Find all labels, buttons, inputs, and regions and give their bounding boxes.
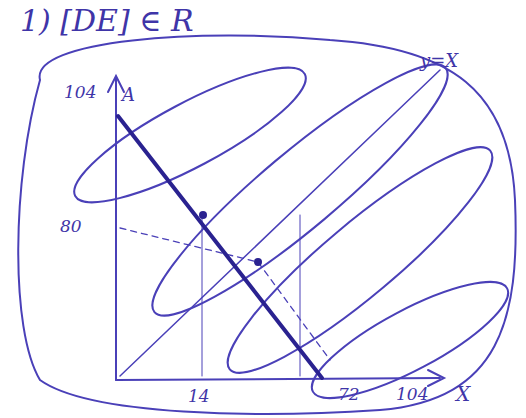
axis-value: 80 (60, 218, 82, 235)
point-label: A (122, 86, 135, 104)
axis-name: X (456, 384, 470, 404)
dashed-guide (120, 228, 258, 262)
axis-value: 104 (64, 84, 96, 101)
line-y-equals-x (120, 70, 440, 376)
line-label: y=X (420, 52, 458, 70)
point (254, 258, 262, 266)
ellipse (299, 262, 521, 418)
ellipse (60, 46, 320, 225)
y-axis (115, 78, 117, 380)
axis-value: 14 (188, 388, 210, 405)
arrow-head (108, 76, 124, 92)
arrow-head (428, 370, 444, 386)
point (199, 211, 207, 219)
axis-value: 72 (338, 386, 360, 403)
segment (118, 116, 322, 378)
ellipse (207, 123, 514, 397)
x-axis (116, 378, 440, 380)
heading: 1) [DE] ∈ R (20, 6, 194, 36)
guide-line (202, 215, 203, 376)
axis-value: 104 (396, 386, 428, 403)
